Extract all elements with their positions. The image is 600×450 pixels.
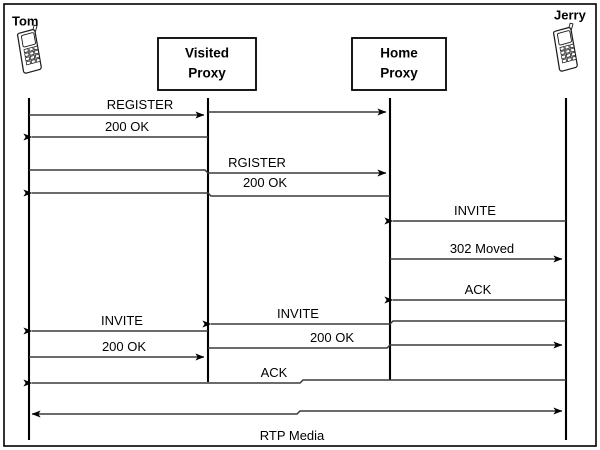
message-302moved-home-to-jerry: 302 Moved: [390, 241, 563, 263]
actor-box-label-visited-proxy-line1: Visited: [185, 46, 229, 61]
participant-visited-proxy: Visited Proxy: [157, 37, 257, 382]
message-label: INVITE: [277, 306, 319, 321]
message-label: 200 OK: [310, 330, 354, 345]
message-ack-jerry-to-tom: ACK: [23, 365, 566, 387]
message-200ok-visited-to-jerry: 200 OK: [208, 330, 563, 349]
message-rtp-media-bidirectional: RTP Media: [31, 407, 563, 443]
message-label: 200 OK: [243, 175, 287, 190]
message-label: INVITE: [101, 313, 143, 328]
message-label: 200 OK: [102, 339, 146, 354]
actor-box-label-visited-proxy-line2: Proxy: [188, 66, 226, 81]
message-label: 200 OK: [105, 119, 149, 134]
message-label: ACK: [261, 365, 288, 380]
message-arrow-line: [23, 189, 390, 197]
participant-jerry: Jerry: [552, 8, 587, 440]
participant-tom: Tom: [12, 14, 42, 440]
message-arrow-line: [208, 341, 563, 349]
message-label: ACK: [465, 282, 492, 297]
actor-box-home-proxy: [351, 37, 447, 91]
message-200ok-tom-to-visited: 200 OK: [29, 339, 205, 361]
participant-home-proxy: Home Proxy: [351, 37, 447, 380]
mobile-phone-icon: [552, 22, 578, 72]
message-invite-jerry-to-home: INVITE: [384, 203, 566, 225]
message-arrow-line: [29, 169, 387, 177]
message-invite-home-to-visited: INVITE: [202, 306, 566, 328]
mobile-phone-icon: [16, 24, 42, 74]
diagram-frame: [3, 3, 597, 447]
message-200ok-visited-to-tom: 200 OK: [23, 119, 208, 141]
message-arrow-line: [31, 407, 563, 418]
message-label: INVITE: [454, 203, 496, 218]
message-200ok-home-to-tom: 200 OK: [23, 175, 390, 197]
actor-box-label-home-proxy-line2: Proxy: [380, 66, 418, 81]
participant-label-tom: Tom: [12, 14, 38, 29]
participant-label-jerry: Jerry: [554, 8, 587, 23]
message-label: REGISTER: [107, 97, 173, 112]
actor-box-label-home-proxy-line1: Home: [380, 46, 418, 61]
actor-box-visited-proxy: [157, 37, 257, 91]
message-arrow-line: [23, 379, 566, 387]
message-label: RTP Media: [260, 428, 325, 443]
message-label: 302 Moved: [450, 241, 514, 256]
message-rgister-visited-to-home: RGISTER: [29, 155, 387, 177]
message-ack-jerry-to-home: ACK: [384, 282, 566, 304]
message-register-tom-to-home: REGISTER: [29, 97, 387, 119]
message-invite-visited-to-tom: INVITE: [23, 313, 208, 335]
message-arrow-line: [202, 320, 566, 328]
message-label: RGISTER: [228, 155, 286, 170]
